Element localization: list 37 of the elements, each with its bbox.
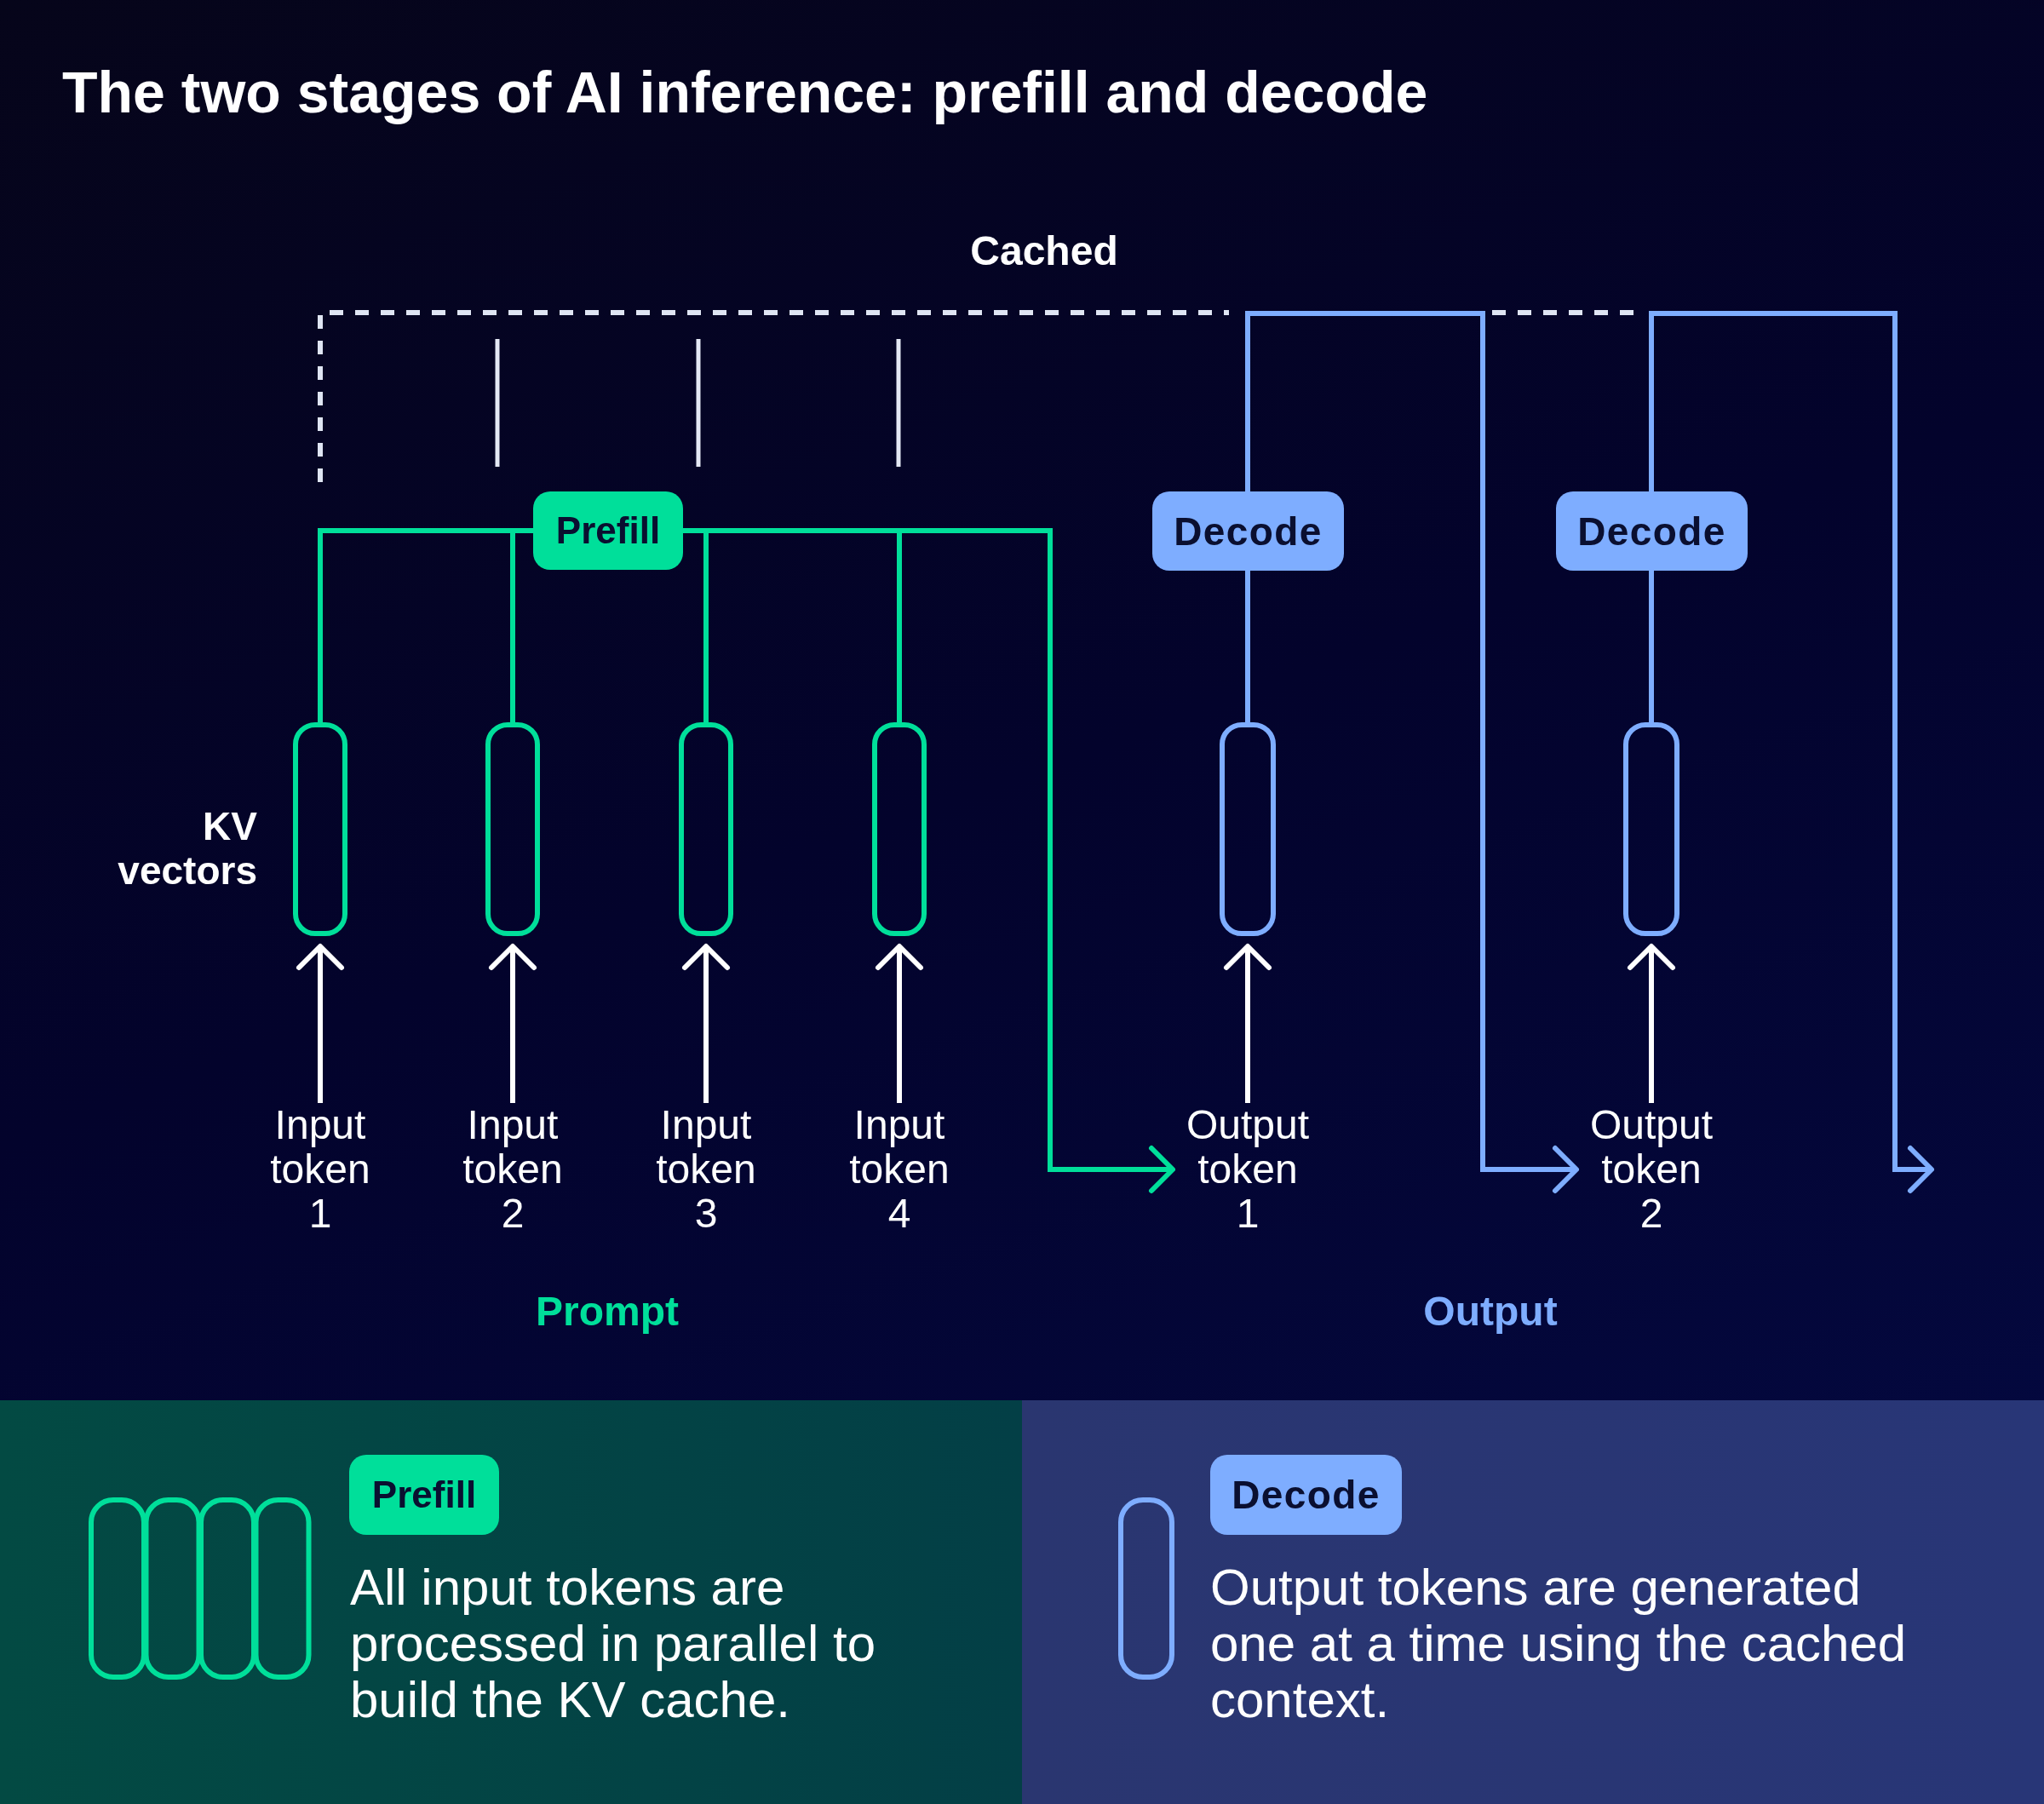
connector-line <box>1245 571 1250 722</box>
decode-badge: Decode <box>1210 1455 1402 1535</box>
bracket-label: Cached <box>970 227 1118 275</box>
arrow <box>1224 944 1272 1103</box>
arrow <box>1649 311 1934 1193</box>
kv-vector-box <box>872 722 927 936</box>
row-label: KV vectors <box>117 804 257 893</box>
group-label: Output <box>1423 1288 1558 1336</box>
group-label: Prompt <box>536 1288 679 1336</box>
arrow <box>489 944 537 1103</box>
description-text: Output tokens are generated one at a time using the cached context. <box>1210 1560 1908 1728</box>
arrow <box>1245 311 1579 1193</box>
decode-badge: Decode <box>1556 491 1748 571</box>
kv-vector-box <box>1623 722 1679 936</box>
connector-line <box>510 528 533 722</box>
token-label: Input token 2 <box>453 1103 572 1236</box>
kv-vector-box <box>679 722 733 936</box>
decode-badge: Decode <box>1152 491 1344 571</box>
arrow <box>876 944 923 1103</box>
token-label: Input token 4 <box>840 1103 959 1236</box>
token-label: Output token 2 <box>1587 1103 1716 1236</box>
info-panel <box>0 1400 1022 1804</box>
info-panel <box>1022 1400 2044 1804</box>
token-label: Input token 1 <box>261 1103 380 1236</box>
arrow <box>296 944 344 1103</box>
prefill-badge: Prefill <box>533 491 683 570</box>
kv-vector-box <box>485 722 540 936</box>
kv-vector-box <box>1220 722 1276 936</box>
prefill-badge: Prefill <box>349 1455 499 1535</box>
kv-vector-box <box>293 722 347 936</box>
connector-line <box>1649 571 1654 722</box>
arrow <box>682 944 730 1103</box>
description-text: All input tokens are processed in parallel to build the KV cache. <box>350 1560 877 1728</box>
title: The two stages of AI inference: prefill and decode <box>62 59 1428 126</box>
token-label: Input token 3 <box>646 1103 766 1236</box>
arrow <box>1628 944 1675 1103</box>
token-label: Output token 1 <box>1183 1103 1312 1236</box>
